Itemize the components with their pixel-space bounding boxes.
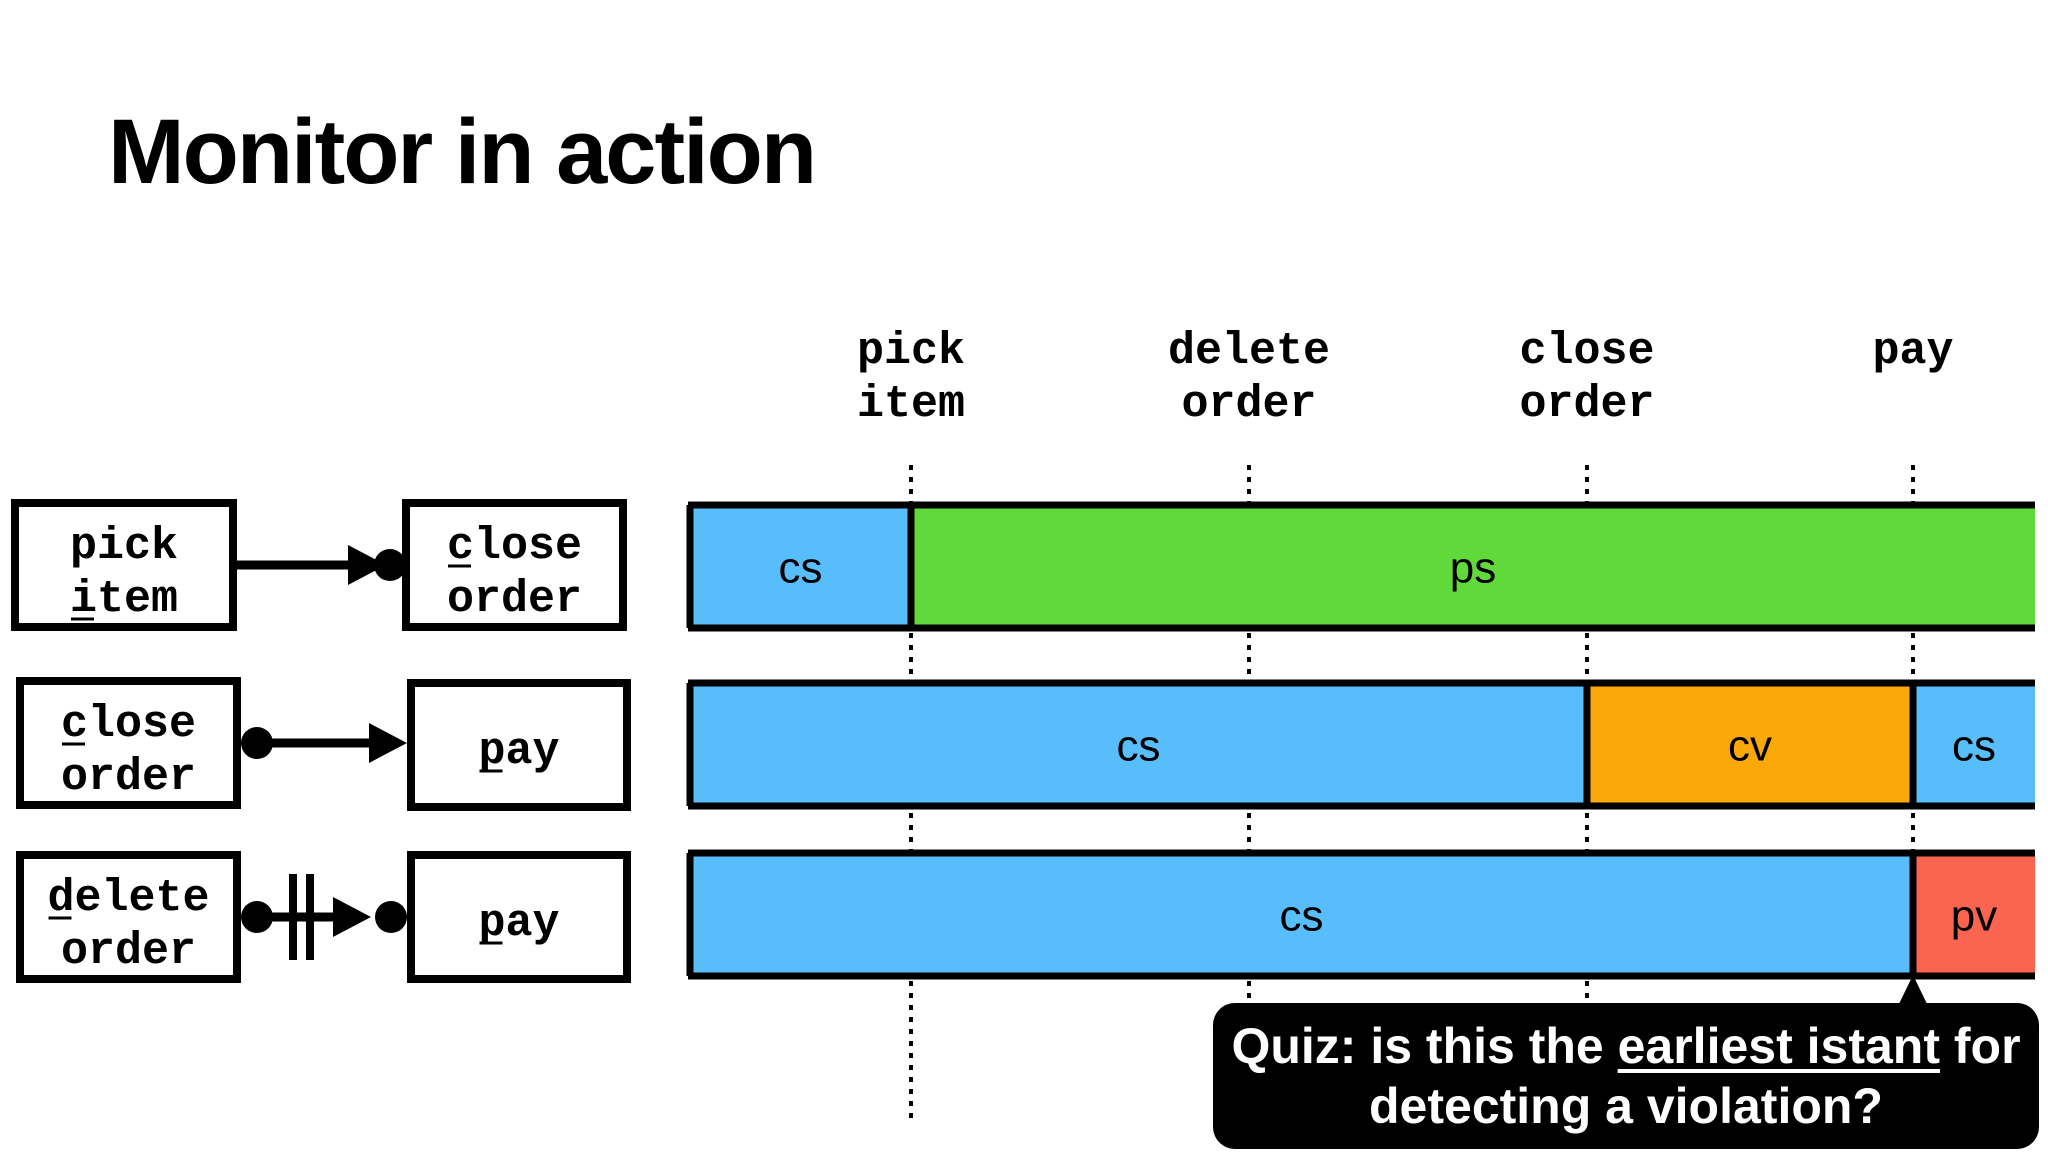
constraint-target-box-frame <box>407 679 631 811</box>
constraint-source-box-text-2: item <box>70 574 178 625</box>
quiz-text-pre: Quiz: is this the <box>1231 1018 1618 1074</box>
quiz-callout: Quiz: is this the earliest istant for de… <box>1213 1003 2039 1149</box>
constraint-source-box-text-1: delete <box>47 873 209 924</box>
event-label-3-line1: pay <box>1872 326 1953 377</box>
state-segment-cs <box>690 683 1587 806</box>
timeline-row-2: cs pv <box>686 849 2035 980</box>
state-segment-pv <box>1913 853 2035 976</box>
constraint-target-box-text-1: pay <box>478 898 559 949</box>
constraint-source-box-frame <box>16 677 241 809</box>
constraint-target-box-frame <box>407 851 631 983</box>
state-label-ps: ps <box>1450 544 1496 593</box>
timeline-row-1: cs cv cs <box>686 679 2035 810</box>
state-label-cs: cs <box>1117 722 1161 771</box>
constraint-source-box-text-1: pick <box>70 521 178 572</box>
constraint-models: pickitemcloseordercloseorderpaydeleteord… <box>11 499 631 983</box>
constraint-target-box: pay <box>407 679 631 811</box>
quiz-text-emphasis: earliest istant <box>1617 1018 1940 1074</box>
event-label-1-line1: delete <box>1168 326 1330 377</box>
constraint-source-box-text-1: close <box>61 699 196 750</box>
event-label-0-line1: pick <box>857 326 965 377</box>
constraint-target-box: pay <box>407 851 631 983</box>
timeline-row-0: cs ps <box>686 501 2035 632</box>
quiz-pointer-tip <box>1897 975 1929 1008</box>
connector-response <box>233 545 406 585</box>
event-label-2-line1: close <box>1519 326 1654 377</box>
state-label-cs: cs <box>1952 722 1996 771</box>
event-label-2-line2: order <box>1519 379 1654 430</box>
quiz-pointer <box>1897 975 1929 1008</box>
connector-not-succession <box>241 874 407 960</box>
state-label-cs: cs <box>779 544 823 593</box>
quiz-text-post: for <box>1939 1018 2021 1074</box>
constraint-target-box-text-1: close <box>447 521 582 572</box>
quiz-line-2: detecting a violation? <box>1369 1078 1883 1134</box>
page-title: Monitor in action <box>108 101 817 203</box>
quiz-line-1: Quiz: is this the earliest istant for <box>1231 1016 2020 1076</box>
state-segment-cs <box>690 505 911 628</box>
state-segment-cs <box>690 853 1913 976</box>
state-segment-cs <box>1913 683 2035 806</box>
state-segment-cv <box>1587 683 1913 806</box>
constraint-target-box-text-2: order <box>447 574 582 625</box>
state-label-cv: cv <box>1728 722 1772 771</box>
constraint-source-box-text-2: order <box>61 752 196 803</box>
constraint-target-box-text-1: pay <box>478 726 559 777</box>
state-label-cs: cs <box>1280 892 1324 941</box>
state-label-pv: pv <box>1951 892 1997 941</box>
connector-precedence <box>241 723 407 763</box>
constraint-source-box-text-2: order <box>61 926 196 977</box>
constraint-target-box-frame <box>402 499 627 631</box>
monitor-state-bars: cs ps cs cv cs cs pv <box>686 501 2035 980</box>
state-segment-ps <box>911 505 2035 628</box>
event-label-1-line2: order <box>1181 379 1316 430</box>
event-label-0-line2: item <box>857 379 965 430</box>
